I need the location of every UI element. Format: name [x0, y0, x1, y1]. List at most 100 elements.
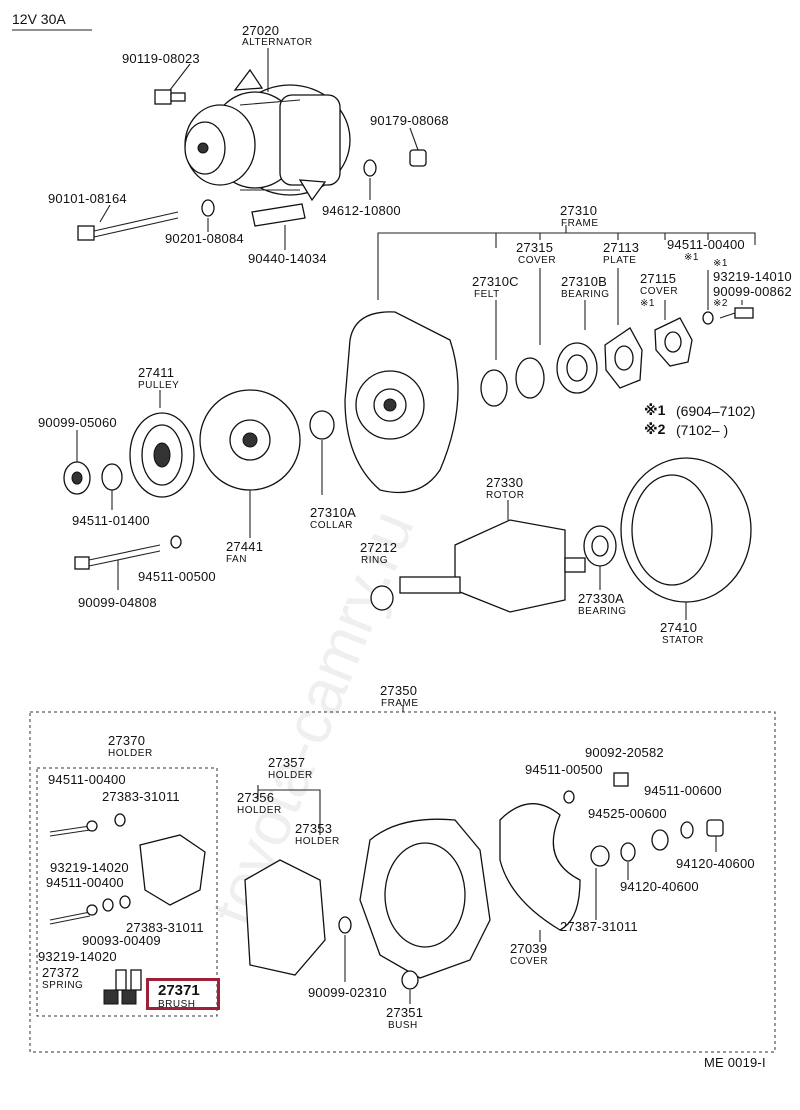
part-27387-31011[interactable]: 27387-31011: [560, 919, 638, 934]
felt: [480, 369, 508, 407]
part-27411-name: PULLEY: [138, 380, 180, 391]
part-90092-20582[interactable]: 90092-20582: [585, 745, 664, 760]
note-mark-94511: ※1: [684, 252, 699, 263]
washer-94525: [620, 842, 636, 862]
part-94120-40600-a[interactable]: 94120-40600: [676, 856, 755, 871]
part-27410-name: STATOR: [662, 635, 704, 646]
fan: [199, 389, 301, 491]
note-2-range: (7102– ): [676, 422, 729, 438]
part-94511-00500-b[interactable]: 94511-00500: [525, 762, 603, 777]
part-94511-00500-a[interactable]: 94511-00500: [138, 569, 216, 584]
part-27113-number[interactable]: 27113: [603, 240, 640, 255]
part-27330-name: ROTOR: [486, 490, 525, 501]
part-27315-name: COVER: [518, 255, 557, 266]
part-90119-08023[interactable]: 90119-08023: [122, 51, 200, 66]
part-27310-number[interactable]: 27310: [560, 203, 598, 218]
part-27020-number[interactable]: 27020: [242, 23, 280, 38]
part-93219-14010[interactable]: 93219-14010: [713, 269, 792, 284]
part-94511-00400-c[interactable]: 94511-00400: [46, 875, 124, 890]
part-27353-number[interactable]: 27353: [295, 821, 333, 836]
part-27370-name: HOLDER: [108, 748, 153, 759]
ring: [370, 585, 394, 611]
part-90201-08084[interactable]: 90201-08084: [165, 231, 244, 246]
rotor: [399, 519, 586, 613]
part-27372-name: SPRING: [42, 980, 84, 991]
part-27383-31011-a[interactable]: 27383-31011: [102, 789, 180, 804]
part-27383-31011-b[interactable]: 27383-31011: [126, 920, 204, 935]
washer-94612: [363, 159, 377, 177]
part-27372-number[interactable]: 27372: [42, 965, 80, 980]
part-27351-number[interactable]: 27351: [386, 1005, 424, 1020]
part-90093-00409[interactable]: 90093-00409: [82, 933, 161, 948]
part-27371-name: BRUSH: [158, 999, 196, 1010]
part-90099-04808[interactable]: 90099-04808: [78, 595, 157, 610]
part-27115-name: COVER: [640, 286, 679, 297]
part-27212-name: RING: [361, 555, 388, 566]
part-27330a-name: BEARING: [578, 606, 627, 617]
washer-90201: [201, 199, 215, 217]
part-27115-number[interactable]: 27115: [640, 271, 677, 286]
spacer-27387: [590, 845, 610, 867]
note-mark-93219: ※1: [713, 258, 728, 269]
part-90099-05060[interactable]: 90099-05060: [38, 415, 117, 430]
part-90101-08164[interactable]: 90101-08164: [48, 191, 127, 206]
part-27441-number[interactable]: 27441: [226, 539, 264, 554]
part-90440-14034[interactable]: 90440-14034: [248, 251, 327, 266]
part-27351-name: BUSH: [388, 1020, 418, 1031]
nut-90179: [409, 149, 427, 167]
part-93219-14020-b[interactable]: 93219-14020: [38, 949, 117, 964]
part-90099-00862[interactable]: 90099-00862: [713, 284, 792, 299]
holder-27356: [244, 859, 326, 976]
spec-header: 12V 30A: [12, 11, 66, 27]
part-27330-number[interactable]: 27330: [486, 475, 524, 490]
part-27310b-number[interactable]: 27310B: [561, 274, 608, 289]
part-94511-01400[interactable]: 94511-01400: [72, 513, 150, 528]
part-27212-number[interactable]: 27212: [360, 540, 398, 555]
part-27310a-name: COLLAR: [310, 520, 354, 531]
part-27411-number[interactable]: 27411: [138, 365, 175, 380]
drive-end-frame: [344, 311, 459, 494]
sleeve-90440: [251, 203, 306, 227]
brushes: [103, 989, 137, 1005]
diagram-code: ME 0019-I: [704, 1055, 766, 1070]
screw-27383-a: [114, 813, 126, 827]
part-27356-name: HOLDER: [237, 805, 282, 816]
part-27310a-number[interactable]: 27310A: [310, 505, 357, 520]
part-27356-number[interactable]: 27356: [237, 790, 275, 805]
part-27039-number[interactable]: 27039: [510, 941, 548, 956]
collar: [309, 410, 335, 440]
part-93219-14020-a[interactable]: 93219-14020: [50, 860, 129, 875]
screw-93219-a: [49, 820, 98, 837]
note-1-range: (6904–7102): [676, 403, 756, 419]
part-27315-number[interactable]: 27315: [516, 240, 554, 255]
part-27310c-number[interactable]: 27310C: [472, 274, 519, 289]
part-27410-number[interactable]: 27410: [660, 620, 698, 635]
note-2-mark: ※2: [644, 421, 666, 437]
pulley: [129, 412, 195, 498]
cover-27115: [654, 317, 693, 367]
part-27020-name: ALTERNATOR: [242, 37, 313, 48]
bearing-27330a: [583, 525, 617, 567]
part-27350-number[interactable]: 27350: [380, 683, 418, 698]
part-27357-name: HOLDER: [268, 770, 313, 781]
part-94511-00600[interactable]: 94511-00600: [644, 783, 722, 798]
part-27330a-number[interactable]: 27330A: [578, 591, 625, 606]
part-27371-number[interactable]: 27371: [158, 982, 200, 999]
part-94511-00400-b[interactable]: 94511-00400: [48, 772, 126, 787]
part-27113-name: PLATE: [603, 255, 637, 266]
part-27353-name: HOLDER: [295, 836, 340, 847]
rear-frame: [359, 818, 491, 979]
part-27441-name: FAN: [226, 554, 247, 565]
part-94511-00400-a[interactable]: 94511-00400: [667, 237, 745, 252]
part-27357-number[interactable]: 27357: [268, 755, 306, 770]
part-94612-10800[interactable]: 94612-10800: [322, 203, 401, 218]
part-94120-40600-b[interactable]: 94120-40600: [620, 879, 699, 894]
part-90179-08068[interactable]: 90179-08068: [370, 113, 449, 128]
part-27370-number[interactable]: 27370: [108, 733, 146, 748]
part-27310-name: FRAME: [561, 218, 599, 229]
part-94525-00600[interactable]: 94525-00600: [588, 806, 667, 821]
part-27310b-name: BEARING: [561, 289, 610, 300]
part-90099-02310[interactable]: 90099-02310: [308, 985, 387, 1000]
part-27039-name: COVER: [510, 956, 549, 967]
